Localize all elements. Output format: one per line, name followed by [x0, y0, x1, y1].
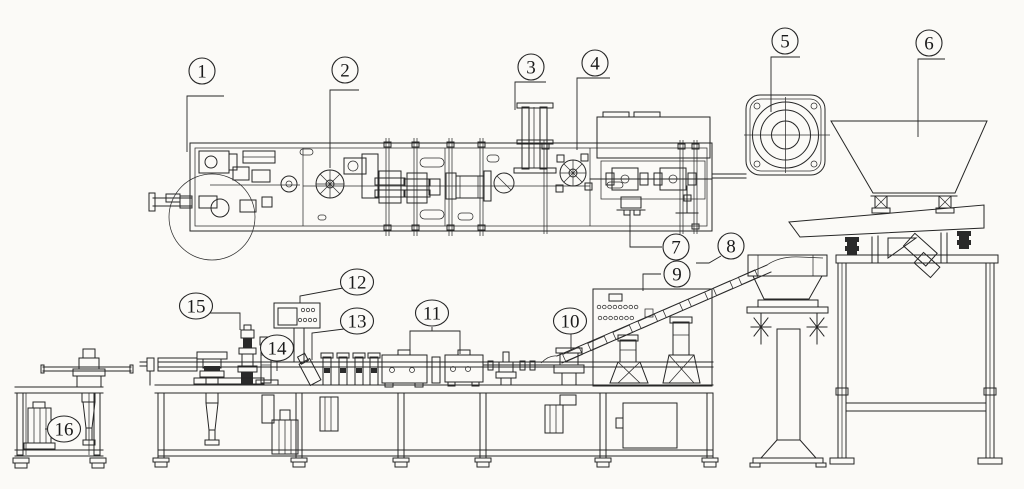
turret-station-4	[555, 153, 593, 193]
spindle-head	[40, 348, 134, 446]
callout-number: 2	[340, 61, 350, 82]
support-post	[675, 185, 699, 214]
capstan-station	[196, 351, 228, 446]
tower-station-15	[193, 324, 265, 385]
callout-number: 16	[55, 420, 74, 441]
vertical-tower-station-3	[513, 102, 557, 174]
callout-6: 6	[915, 29, 945, 137]
leveling-screws	[750, 312, 828, 345]
callout-2: 2	[329, 56, 359, 168]
callout-8: 8	[696, 232, 745, 264]
cabinet-buttons	[596, 304, 654, 321]
callout-number: 3	[526, 58, 536, 79]
conveyor-cleats	[562, 269, 759, 363]
hopper	[830, 120, 988, 214]
slide-units	[589, 160, 713, 200]
conveyor-mounts	[609, 316, 701, 384]
right-support-stand	[829, 254, 1003, 465]
callout-number: 1	[197, 62, 207, 83]
line-infeed-box	[139, 357, 198, 386]
callout-11: 11	[409, 299, 461, 354]
control-panel	[273, 302, 321, 363]
callout-number: 9	[672, 265, 682, 286]
under-table-cabinet	[615, 402, 678, 449]
callout-7: 7	[629, 212, 690, 261]
callout-3: 3	[514, 53, 546, 110]
callout-5: 5	[770, 27, 800, 112]
callout-15: 15	[178, 292, 241, 330]
bottom-assembly-line	[139, 302, 719, 468]
callout-number: 5	[780, 32, 790, 53]
unit-7	[616, 196, 646, 216]
hopper-mounts	[871, 195, 955, 214]
bowl-feeder-on-pedestal	[746, 254, 829, 468]
callout-1: 1	[186, 57, 224, 152]
callout-number: 15	[187, 297, 206, 318]
callout-number: 11	[423, 304, 441, 325]
callout-4: 4	[576, 49, 610, 150]
callout-number: 12	[348, 273, 367, 294]
callout-number: 7	[671, 238, 681, 259]
callout-number: 4	[590, 54, 600, 75]
callout-9: 9	[642, 260, 691, 291]
callout-number: 13	[348, 312, 367, 333]
main-assembly-machine-plan-view	[148, 102, 747, 261]
valve-station	[482, 351, 559, 386]
callout-10: 10	[552, 307, 588, 351]
detail-circle	[168, 173, 256, 261]
feed-arm	[148, 192, 193, 212]
cover-box	[596, 111, 711, 159]
callout-number: 8	[726, 237, 736, 258]
callout-16: 16	[45, 415, 82, 443]
tie-rods	[383, 138, 700, 236]
turret-station-2	[303, 153, 445, 204]
square-feeder-top-view	[744, 94, 830, 176]
callout-12: 12	[299, 268, 375, 303]
pedestal-column	[749, 328, 827, 468]
line-posts	[319, 352, 381, 432]
control-cabinet	[592, 288, 713, 387]
standalone-machine-16	[12, 348, 134, 469]
tilted-station-13	[296, 352, 322, 387]
station-components-mid	[445, 170, 590, 202]
callout-number: 14	[268, 339, 288, 360]
station-10	[544, 347, 585, 434]
callouts: 1 2 3 4 5 6 7	[45, 27, 945, 443]
line-table-legs	[152, 392, 719, 468]
callout-number: 6	[924, 34, 934, 55]
vibration-mounts	[845, 231, 971, 255]
callout-13: 13	[311, 307, 375, 360]
tank-boxes-11	[381, 349, 484, 388]
callout-14: 14	[259, 334, 295, 371]
discharge-chute	[887, 232, 941, 279]
hopper-table	[788, 204, 985, 279]
callout-number: 10	[561, 312, 580, 333]
station-components-left	[198, 150, 300, 218]
